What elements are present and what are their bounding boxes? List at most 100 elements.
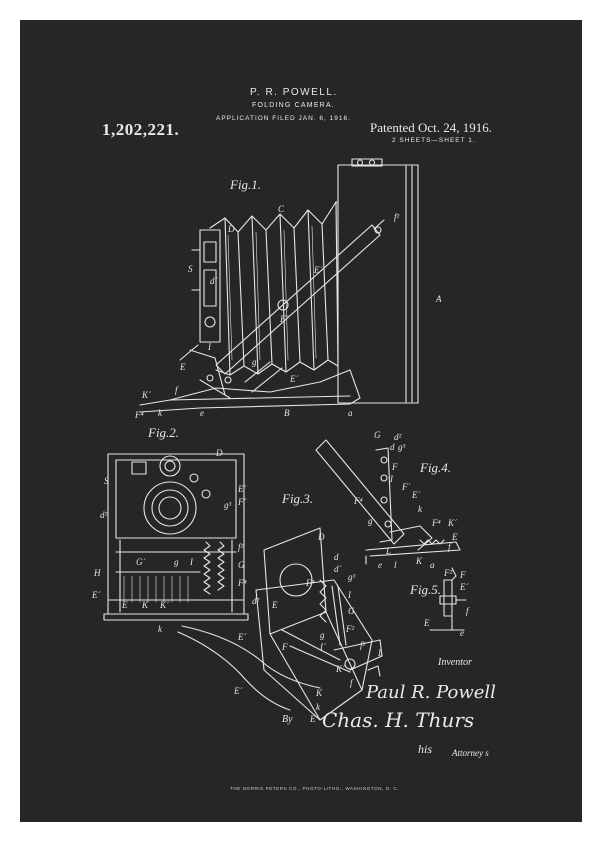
svg-text:f: f	[466, 606, 470, 616]
svg-text:E´: E´	[233, 686, 243, 696]
svg-text:K´: K´	[335, 664, 346, 674]
svg-text:g: g	[252, 357, 257, 367]
svg-text:l: l	[394, 560, 397, 570]
svg-text:d: d	[334, 552, 339, 562]
svg-text:F: F	[459, 570, 466, 580]
svg-text:E´: E´	[289, 374, 299, 384]
svg-text:k: k	[316, 702, 321, 712]
figure-2-drawing: D S d² G´ g I g³ E´ F´ f² G F⁴ H E´ E K …	[91, 448, 248, 634]
svg-text:F⁴: F⁴	[237, 578, 247, 588]
svg-text:D: D	[215, 448, 223, 458]
header-title: FOLDING CAMERA.	[252, 102, 335, 109]
header-filed-date: APPLICATION FILED JAN. 6, 1916.	[216, 115, 351, 122]
svg-text:I´: I´	[319, 642, 327, 652]
svg-text:g³: g³	[224, 500, 232, 510]
svg-text:E´: E´	[237, 484, 247, 494]
inventor-signature: Paul R. Powell	[366, 682, 496, 703]
patent-sheet: C f² D S d´ E´ F´ A I g E K´ f E´ F⁴ k e…	[20, 20, 582, 822]
svg-text:B: B	[284, 408, 290, 418]
patent-number: 1,202,221.	[102, 120, 180, 139]
svg-text:D: D	[317, 532, 325, 542]
svg-text:g³: g³	[398, 442, 406, 452]
figure-5-drawing: F² F E´ f e E	[423, 568, 470, 638]
svg-text:K: K	[415, 556, 423, 566]
figure-3-drawing: D d² E F⁴ d d´ g³ I G g E´ F I´ F² f² L …	[178, 528, 383, 724]
header-inventor-name: P. R. POWELL.	[250, 87, 338, 98]
figure-1-drawing: C f² D S d´ E´ F´ A I g E K´ f E´ F⁴ k e…	[134, 159, 442, 420]
svg-text:S: S	[188, 264, 193, 274]
svg-text:E´: E´	[237, 632, 247, 642]
by-label: By	[282, 714, 293, 725]
svg-text:d²: d²	[252, 596, 260, 606]
svg-text:f²: f²	[238, 542, 244, 552]
svg-text:L: L	[385, 546, 391, 556]
svg-text:g³: g³	[348, 572, 356, 582]
svg-text:E´: E´	[91, 590, 101, 600]
figure-3-label: Fig.3.	[282, 491, 314, 506]
svg-text:K´: K´	[447, 518, 458, 528]
svg-text:e: e	[378, 560, 382, 570]
svg-text:E´: E´	[459, 582, 469, 592]
svg-text:F´: F´	[401, 482, 411, 492]
svg-text:d´: d´	[210, 276, 219, 286]
svg-text:F⁴: F⁴	[305, 578, 315, 588]
svg-text:K´: K´	[141, 390, 152, 400]
svg-text:E: E	[121, 600, 128, 610]
svg-text:F: F	[281, 642, 288, 652]
svg-text:C: C	[278, 204, 285, 214]
svg-text:E: E	[451, 532, 458, 542]
svg-text:K: K	[141, 600, 149, 610]
svg-text:k: k	[158, 624, 163, 634]
svg-text:f: f	[448, 542, 452, 552]
svg-text:F´: F´	[279, 314, 289, 324]
svg-text:F´: F´	[237, 497, 247, 507]
svg-text:f: f	[175, 385, 179, 395]
svg-text:E´: E´	[411, 490, 421, 500]
svg-text:S: S	[104, 476, 109, 486]
svg-text:F: F	[391, 462, 398, 472]
figure-2-label: Fig.2.	[148, 425, 180, 440]
svg-text:f: f	[350, 678, 354, 688]
svg-text:d: d	[390, 442, 395, 452]
svg-text:k: k	[158, 408, 163, 418]
svg-text:L: L	[377, 648, 383, 658]
svg-text:K: K	[315, 688, 323, 698]
svg-text:f²: f²	[360, 640, 366, 650]
svg-text:k: k	[418, 504, 423, 514]
svg-text:g: g	[320, 630, 325, 640]
svg-text:F⁴: F⁴	[431, 518, 441, 528]
svg-text:a: a	[430, 560, 435, 570]
svg-text:F²: F²	[345, 624, 354, 634]
svg-text:F⁴: F⁴	[353, 496, 363, 506]
printer-footer: THE NORRIS PETERS CO., PHOTO-LITHO., WAS…	[230, 786, 400, 791]
svg-text:d²: d²	[394, 432, 402, 442]
svg-text:d²: d²	[100, 510, 108, 520]
svg-text:I: I	[189, 557, 194, 567]
sheet-count: 2 SHEETS—SHEET 1.	[392, 137, 476, 144]
figure-1-label: Fig.1.	[230, 177, 262, 192]
svg-text:K´: K´	[159, 600, 170, 610]
svg-text:d´: d´	[334, 564, 343, 574]
svg-text:I: I	[347, 590, 352, 600]
figure-5-label: Fig.5.	[410, 582, 442, 597]
attorney-signature: Chas. H. Thurs	[322, 708, 475, 732]
svg-text:E´: E´	[313, 265, 323, 275]
svg-text:G´: G´	[136, 557, 146, 567]
svg-text:f²: f²	[394, 212, 400, 222]
his-label: his	[418, 742, 433, 756]
svg-text:E: E	[423, 618, 430, 628]
figure-4-drawing: G d² d g³ F I F´ E´ k F⁴ g F⁴ K´ E f L e…	[316, 430, 460, 570]
svg-text:a: a	[348, 408, 353, 418]
svg-text:I: I	[389, 474, 394, 484]
svg-text:g: g	[368, 516, 373, 526]
patented-date: Patented Oct. 24, 1916.	[370, 120, 493, 135]
svg-text:A: A	[435, 294, 442, 304]
svg-text:e: e	[460, 628, 464, 638]
svg-text:E: E	[271, 600, 278, 610]
svg-text:H: H	[93, 568, 101, 578]
svg-text:F⁴: F⁴	[134, 410, 144, 420]
svg-text:F²: F²	[443, 568, 452, 578]
attorney-label: Attorney s	[452, 748, 489, 758]
svg-text:G: G	[374, 430, 381, 440]
